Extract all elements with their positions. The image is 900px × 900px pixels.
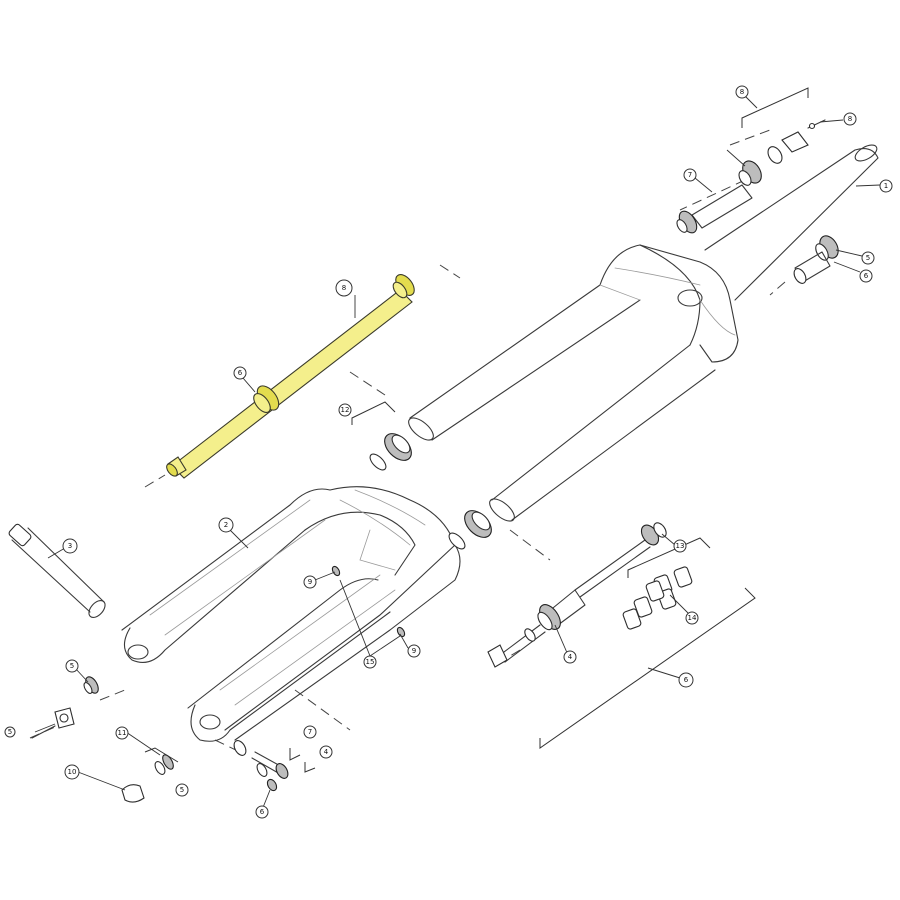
callout-8-rod: 8	[335, 279, 353, 297]
bleed-screws	[331, 565, 406, 638]
top-cap-assembly	[676, 119, 826, 234]
callout-2: 2	[218, 517, 234, 533]
crown-steerer	[599, 144, 879, 363]
callout-6-b: 6	[255, 805, 269, 819]
svg-text:1: 1	[884, 182, 888, 190]
callout-8-top: 8	[735, 85, 749, 99]
callout-left-edge: 5	[4, 726, 16, 738]
callout-5-top: 5	[861, 251, 875, 265]
svg-text:8: 8	[342, 284, 346, 292]
svg-text:13: 13	[676, 542, 685, 550]
callout-4-bot: 4	[319, 745, 333, 759]
callout-14: 14	[685, 611, 699, 625]
svg-text:6: 6	[684, 676, 689, 684]
svg-text:5: 5	[8, 728, 12, 736]
callout-13: 13	[673, 539, 687, 553]
svg-text:9: 9	[308, 578, 312, 586]
stanchion-left	[408, 284, 641, 441]
svg-text:7: 7	[688, 171, 692, 179]
svg-text:4: 4	[324, 748, 329, 756]
callout-7-bot: 7	[303, 725, 317, 739]
svg-text:15: 15	[366, 658, 375, 666]
callout-12: 12	[338, 403, 352, 417]
svg-text:3: 3	[68, 542, 72, 550]
svg-text:8: 8	[848, 115, 852, 123]
stanchion-right	[489, 344, 716, 522]
seal-right	[448, 510, 492, 550]
callout-5-left: 5	[65, 659, 79, 673]
thru-axle	[8, 523, 106, 618]
right-knob	[793, 235, 839, 284]
axis-lines	[29, 129, 786, 753]
callout-11: 11	[115, 726, 129, 740]
callout-15: 15	[363, 655, 377, 669]
bushing-set	[622, 566, 693, 630]
svg-text:7: 7	[308, 728, 312, 736]
right-dropout-hardware	[233, 740, 289, 792]
callout-6-top: 6	[859, 269, 873, 283]
svg-text:6: 6	[238, 369, 243, 377]
callout-10: 10	[64, 764, 80, 780]
brackets	[144, 87, 809, 773]
svg-text:5: 5	[70, 662, 74, 670]
left-dropout-hardware	[31, 676, 174, 803]
svg-text:9: 9	[412, 647, 416, 655]
svg-text:8: 8	[740, 88, 744, 96]
callout-7-top: 7	[683, 168, 697, 182]
svg-text:10: 10	[68, 768, 77, 776]
callout-1: 1	[879, 179, 893, 193]
callout-9-a: 9	[303, 575, 317, 589]
callout-9-b: 9	[407, 644, 421, 658]
svg-text:11: 11	[118, 729, 127, 737]
damper-cartridge	[487, 522, 667, 668]
highlighted-shaft	[166, 274, 415, 479]
svg-text:4: 4	[568, 653, 573, 661]
leader-lines	[34, 119, 881, 811]
svg-text:5: 5	[866, 254, 870, 262]
callout-5-b: 5	[175, 783, 189, 797]
callout-3: 3	[62, 538, 78, 554]
svg-text:14: 14	[688, 614, 697, 622]
callout-8-mid: 8	[843, 112, 857, 126]
callout-6-rod: 6	[233, 366, 247, 380]
callout-6-bot: 6	[678, 672, 694, 688]
seal-left	[369, 433, 412, 471]
svg-text:6: 6	[864, 272, 869, 280]
svg-text:2: 2	[224, 521, 228, 529]
svg-text:5: 5	[180, 786, 184, 794]
callout-4-mid: 4	[563, 650, 577, 664]
lower-leg	[121, 486, 461, 742]
svg-text:12: 12	[341, 406, 350, 414]
svg-text:6: 6	[260, 808, 265, 816]
